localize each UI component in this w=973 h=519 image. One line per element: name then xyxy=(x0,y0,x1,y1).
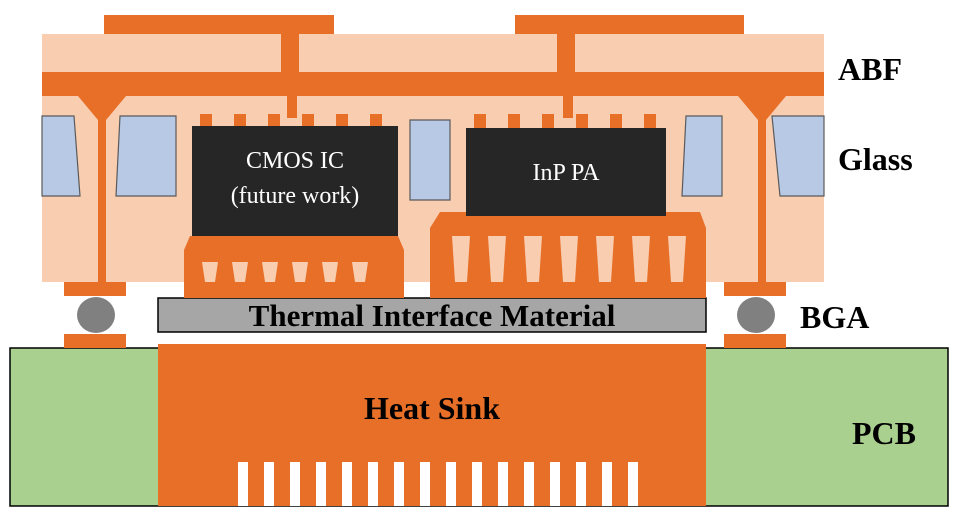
glass-windows xyxy=(41,115,825,201)
thermal-via-spreader xyxy=(184,212,706,298)
heat-sink-fins xyxy=(238,462,638,506)
heat-sink-label: Heat Sink xyxy=(364,390,500,426)
cmos-label-line1: CMOS IC xyxy=(246,148,344,174)
bga-balls xyxy=(64,297,786,348)
thermal-via-gaps xyxy=(202,236,686,282)
cmos-ic-die: CMOS IC (future work) xyxy=(192,114,398,236)
glass-label: Glass xyxy=(838,141,913,177)
layer-labels: ABF Glass BGA PCB xyxy=(800,51,916,451)
inp-pa-die: InP PA xyxy=(466,114,666,216)
cmos-label-line2: (future work) xyxy=(231,183,360,209)
abf-label: ABF xyxy=(838,51,902,87)
heat-sink: Heat Sink xyxy=(158,344,706,506)
tim-label: Thermal Interface Material xyxy=(249,298,616,333)
through-glass-vias xyxy=(64,96,786,296)
pcb-label: PCB xyxy=(852,415,916,451)
bga-ball-right xyxy=(737,297,775,333)
bga-ball-left xyxy=(77,297,115,333)
bga-label: BGA xyxy=(800,299,869,335)
inp-pa-label: InP PA xyxy=(533,160,601,186)
thermal-interface-material: Thermal Interface Material xyxy=(157,297,707,333)
